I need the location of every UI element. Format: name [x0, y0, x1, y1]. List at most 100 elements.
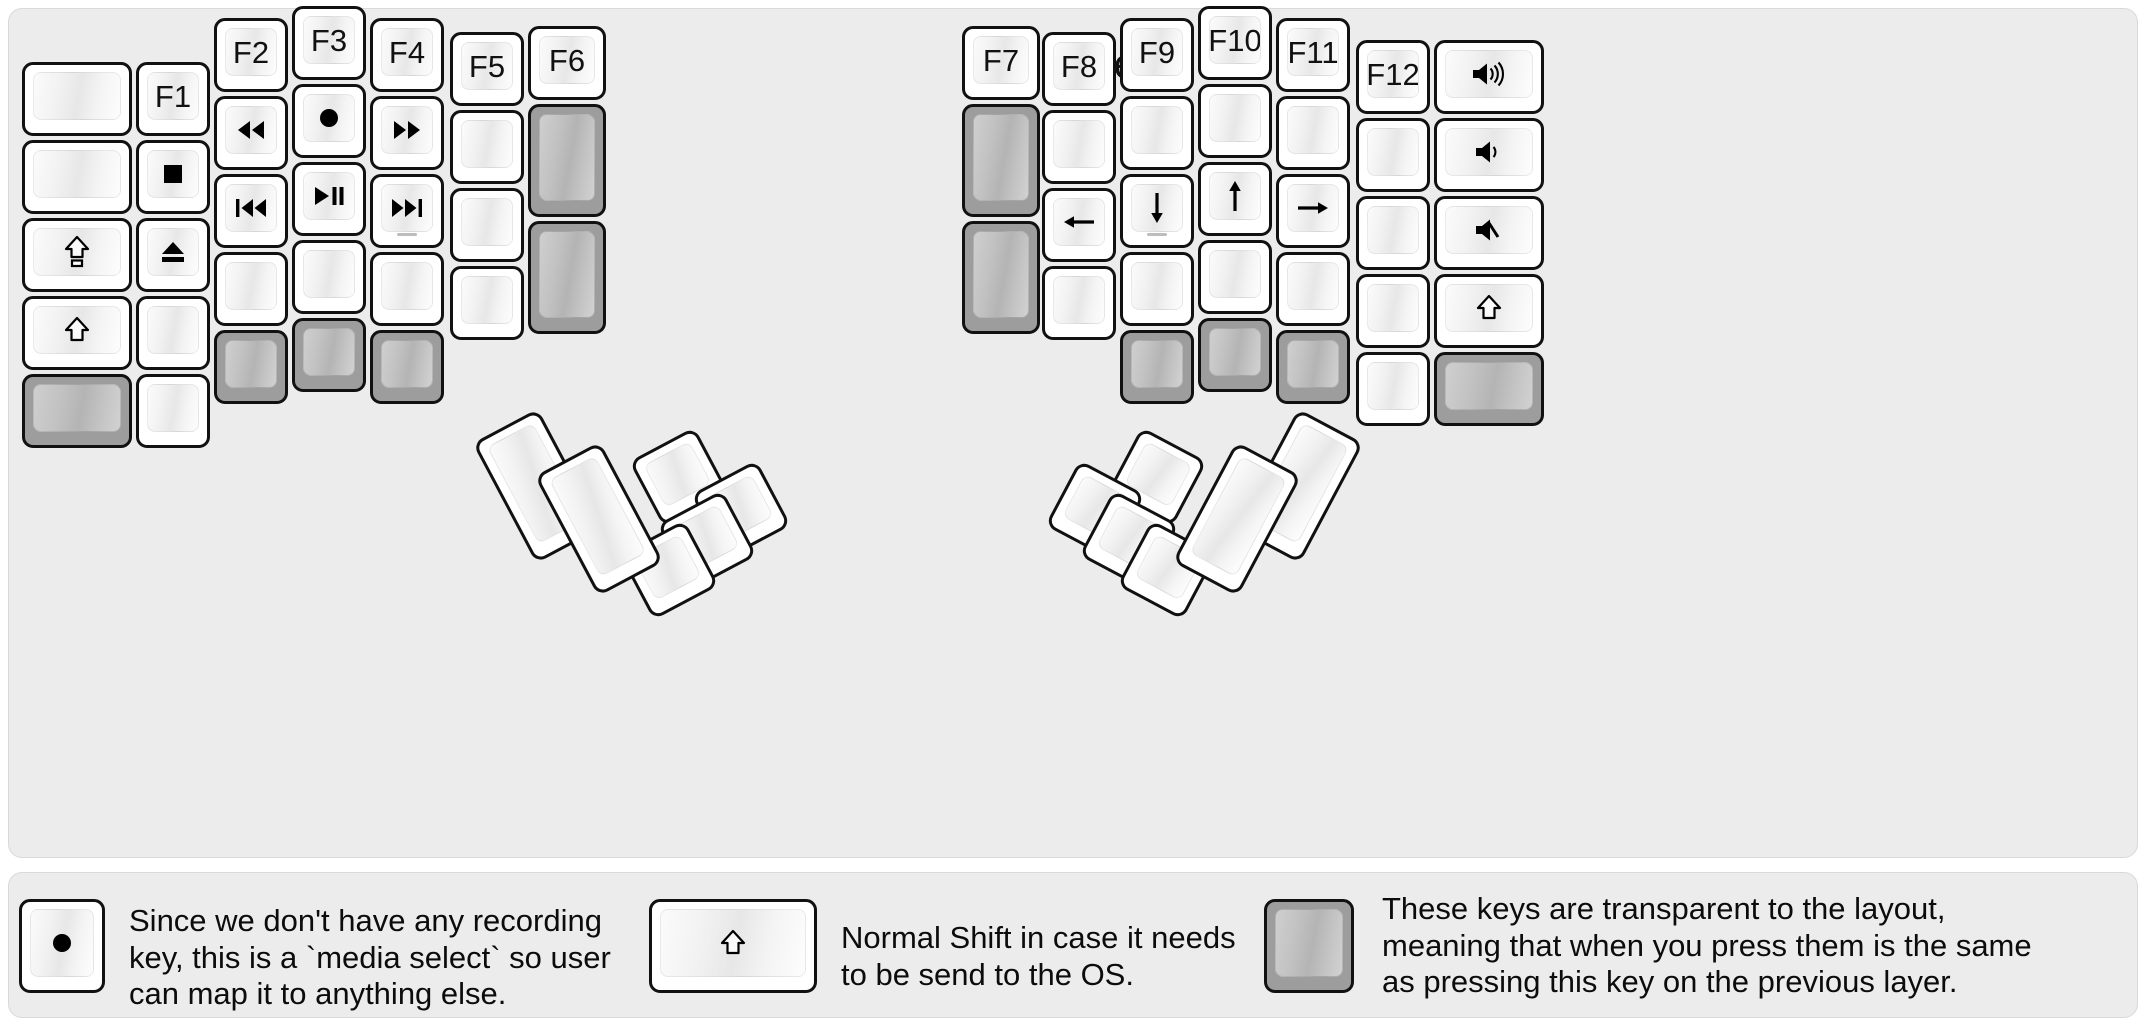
key-left-pinky-outer-1[interactable]: [22, 62, 132, 136]
keycap-face: [1367, 362, 1419, 410]
key-right-extra-1[interactable]: F7: [962, 26, 1040, 100]
key-right-pinky-outer-1[interactable]: [1434, 40, 1544, 114]
key-right-middle-4[interactable]: [1198, 240, 1272, 314]
key-left-middle-3[interactable]: [292, 162, 366, 236]
key-right-middle-2[interactable]: [1198, 84, 1272, 158]
media-eject-icon: [158, 237, 188, 267]
key-right-index-4[interactable]: [1120, 252, 1194, 326]
keycap-face: [33, 306, 121, 354]
key-left-pinky-1[interactable]: F1: [136, 62, 210, 136]
key-left-ring-3[interactable]: [214, 174, 288, 248]
keycap-face: [33, 72, 121, 120]
legend-text: Normal Shift in case it needs to be send…: [841, 920, 1236, 992]
key-left-middle-2[interactable]: [292, 84, 366, 158]
key-left-pinky-5[interactable]: [136, 374, 210, 448]
keycap-face: F7: [973, 36, 1029, 84]
key-right-pinky-2[interactable]: [1356, 118, 1430, 192]
key-left-extra-3[interactable]: [528, 221, 606, 334]
keycap-face: [1287, 340, 1339, 388]
key-right-index-inner-4[interactable]: [1042, 266, 1116, 340]
keycap-face: [1209, 172, 1261, 220]
key-right-index-inner-2[interactable]: [1042, 110, 1116, 184]
legend-text: Since we don't have any recording key, t…: [129, 903, 611, 1012]
keycap-face: [539, 231, 595, 318]
key-right-index-inner-3[interactable]: [1042, 188, 1116, 262]
key-left-index-3[interactable]: [370, 174, 444, 248]
key-left-index-inner-4[interactable]: [450, 266, 524, 340]
keycap-face: [973, 114, 1029, 201]
key-right-index-3[interactable]: [1120, 174, 1194, 248]
keycap-face: [1287, 106, 1339, 154]
key-right-index-5[interactable]: [1120, 330, 1194, 404]
key-left-index-1[interactable]: F4: [370, 18, 444, 92]
key-left-middle-4[interactable]: [292, 240, 366, 314]
key-right-pinky-5[interactable]: [1356, 352, 1430, 426]
key-right-ring-1[interactable]: F11: [1276, 18, 1350, 92]
key-right-index-inner-1[interactable]: F8: [1042, 32, 1116, 106]
keycap-label: F5: [468, 48, 506, 84]
key-right-ring-4[interactable]: [1276, 252, 1350, 326]
media-stop-icon: [159, 160, 187, 188]
keycap-label: F2: [232, 34, 270, 70]
key-left-index-5[interactable]: [370, 330, 444, 404]
key-left-ring-4[interactable]: [214, 252, 288, 326]
keycap-face: [30, 909, 94, 977]
key-left-pinky-outer-5[interactable]: [22, 374, 132, 448]
key-left-middle-5[interactable]: [292, 318, 366, 392]
key-right-index-1[interactable]: F9: [1120, 18, 1194, 92]
key-right-pinky-4[interactable]: [1356, 274, 1430, 348]
key-right-middle-1[interactable]: F10: [1198, 6, 1272, 80]
key-left-pinky-outer-2[interactable]: [22, 140, 132, 214]
arrow-down-icon: [1145, 189, 1169, 227]
key-left-pinky-3[interactable]: [136, 218, 210, 292]
keycap-face: [381, 106, 433, 154]
media-record-icon: [314, 103, 344, 133]
legend-key-media-select: [19, 899, 105, 993]
key-left-index-inner-2[interactable]: [450, 110, 524, 184]
key-right-pinky-outer-5[interactable]: [1434, 352, 1544, 426]
key-left-index-2[interactable]: [370, 96, 444, 170]
key-left-ring-2[interactable]: [214, 96, 288, 170]
keycap-face: F10: [1209, 16, 1261, 64]
keycap-face: [381, 184, 433, 232]
legend-text: These keys are transparent to the layout…: [1382, 891, 2032, 1000]
key-left-pinky-outer-3[interactable]: [22, 218, 132, 292]
key-left-extra-2[interactable]: [528, 104, 606, 217]
key-right-pinky-3[interactable]: [1356, 196, 1430, 270]
key-right-middle-5[interactable]: [1198, 318, 1272, 392]
key-left-index-inner-1[interactable]: F5: [450, 32, 524, 106]
key-right-pinky-outer-4[interactable]: [1434, 274, 1544, 348]
media-play-pause-icon: [310, 183, 348, 209]
keycap-label: F7: [982, 42, 1020, 78]
key-left-pinky-4[interactable]: [136, 296, 210, 370]
key-left-index-4[interactable]: [370, 252, 444, 326]
key-left-ring-1[interactable]: F2: [214, 18, 288, 92]
shift-icon: [1475, 293, 1503, 323]
keycap-face: [1053, 276, 1105, 324]
key-right-ring-3[interactable]: [1276, 174, 1350, 248]
key-left-extra-1[interactable]: F6: [528, 26, 606, 100]
legend-item-transparent-keys: These keys are transparent to the layout…: [1264, 873, 2144, 1019]
key-left-pinky-outer-4[interactable]: [22, 296, 132, 370]
keycap-face: F2: [225, 28, 277, 76]
key-right-pinky-outer-3[interactable]: [1434, 196, 1544, 270]
keycap-face: [225, 340, 277, 388]
key-right-ring-5[interactable]: [1276, 330, 1350, 404]
key-left-index-inner-3[interactable]: [450, 188, 524, 262]
arrow-up-icon: [1223, 177, 1247, 215]
key-right-pinky-1[interactable]: F12: [1356, 40, 1430, 114]
key-right-pinky-outer-2[interactable]: [1434, 118, 1544, 192]
keycap-face: [303, 250, 355, 298]
caps-lock-icon: [63, 235, 91, 269]
keycap-face: [1287, 262, 1339, 310]
keycap-face: [1445, 50, 1533, 98]
key-right-index-2[interactable]: [1120, 96, 1194, 170]
key-left-pinky-2[interactable]: [136, 140, 210, 214]
key-left-middle-1[interactable]: F3: [292, 6, 366, 80]
key-left-ring-5[interactable]: [214, 330, 288, 404]
keycap-face: [973, 231, 1029, 318]
key-right-ring-2[interactable]: [1276, 96, 1350, 170]
key-right-extra-2[interactable]: [962, 104, 1040, 217]
key-right-middle-3[interactable]: [1198, 162, 1272, 236]
key-right-extra-3[interactable]: [962, 221, 1040, 334]
